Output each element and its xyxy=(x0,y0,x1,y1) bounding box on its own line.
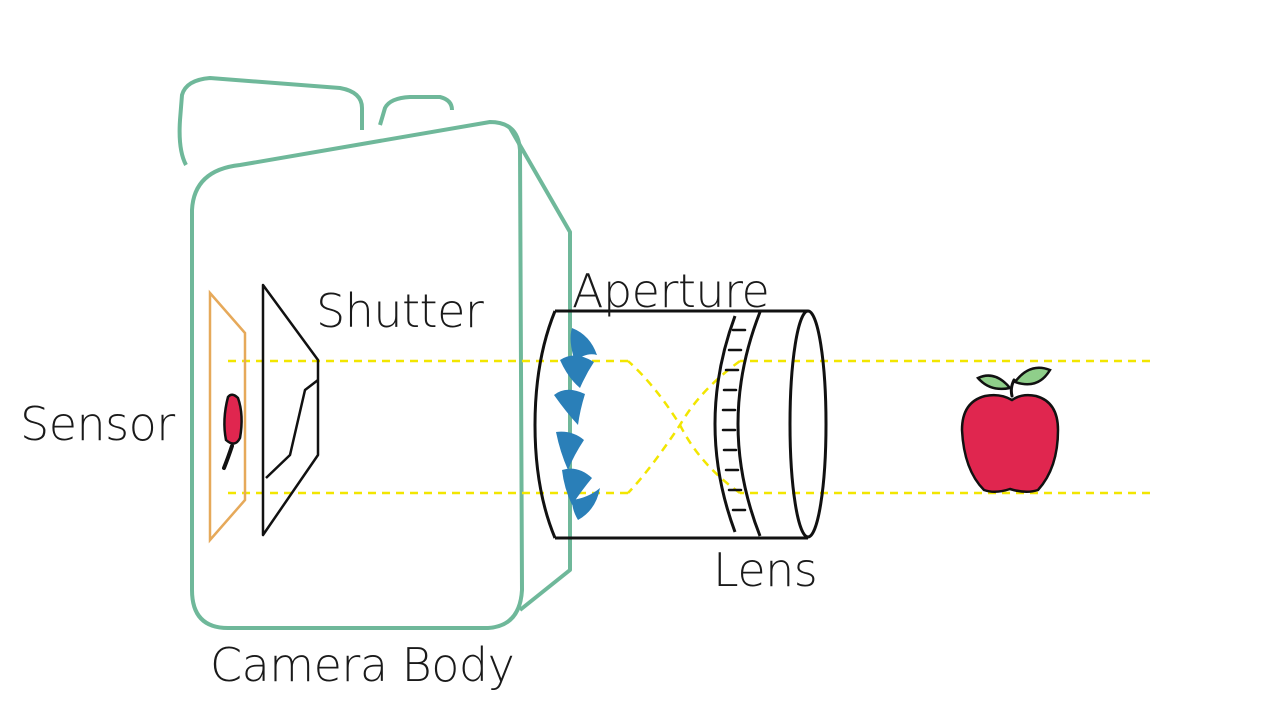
lens-barrel xyxy=(533,309,828,540)
light-ray-cross-1 xyxy=(627,359,741,494)
shutter-blade xyxy=(265,379,319,479)
lens-rear-edge xyxy=(533,310,557,539)
focus-ring-right xyxy=(736,311,762,537)
apple-leaf-left xyxy=(975,374,1013,391)
label-camera-body: Camera Body xyxy=(210,638,514,692)
focus-ring-left xyxy=(713,315,737,533)
sensor-plate xyxy=(208,289,247,544)
label-sensor: Sensor xyxy=(20,397,175,451)
aperture-blades-icon xyxy=(554,328,600,520)
camera-top-grip xyxy=(177,76,364,166)
label-aperture: Aperture xyxy=(572,264,769,318)
focus-ring-ticks xyxy=(721,328,747,512)
camera-viewfinder-bump xyxy=(378,95,454,126)
camera-body xyxy=(177,76,572,630)
apple-leaf-right xyxy=(1012,366,1052,386)
apple-icon xyxy=(960,366,1060,493)
shutter-frame xyxy=(261,283,320,537)
label-lens: Lens xyxy=(713,543,817,597)
label-shutter: Shutter xyxy=(316,284,484,338)
light-ray-cross-2 xyxy=(627,360,741,495)
lens-front-glass xyxy=(788,309,828,539)
apple-stem xyxy=(1009,378,1016,398)
inverted-apple-icon xyxy=(222,393,243,470)
shutter xyxy=(261,283,320,537)
apple-body xyxy=(960,393,1060,493)
camera-front-face xyxy=(190,120,524,630)
